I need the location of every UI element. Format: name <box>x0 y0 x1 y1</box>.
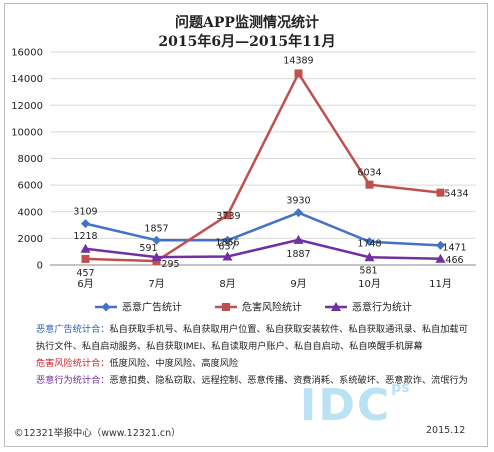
x-tick-label-2: 8月 <box>219 278 235 290</box>
series-0-point-1 <box>152 235 161 245</box>
series-0-point-2 <box>223 235 232 245</box>
x-tick-label-4: 10月 <box>358 278 381 290</box>
y-tick-label-16000: 16000 <box>11 48 43 59</box>
data-label-1-0: 457 <box>76 268 94 279</box>
legend-marker-1 <box>222 303 230 311</box>
series-line-2 <box>85 238 441 261</box>
series-0-point-5 <box>436 240 445 250</box>
legend-marker-2 <box>331 302 341 311</box>
note-label-1: 危害风险统计合： <box>36 358 110 369</box>
y-tick-label-0: 0 <box>37 261 43 272</box>
legend-label-0: 恶意广告统计 <box>122 301 182 314</box>
y-tick-label-12000: 12000 <box>11 101 43 112</box>
data-label-1-5: 5434 <box>444 189 468 200</box>
series-0-point-4 <box>365 237 374 247</box>
data-label-0-3: 3930 <box>286 196 310 207</box>
note-1: 危害风险统计合：低度风险、中度风险、高度风险 <box>36 355 476 372</box>
series-line-1 <box>85 72 441 263</box>
note-text-1: 低度风险、中度风险、高度风险 <box>109 358 239 369</box>
data-label-1-3: 14389 <box>283 55 313 66</box>
series-2-point-4 <box>364 252 375 262</box>
legend-label-1: 危害风险统计 <box>242 301 302 314</box>
data-label-2-2: 637 <box>218 242 236 253</box>
data-label-2-1: 591 <box>139 243 157 254</box>
note-2: 恶意行为统计合：恶意扣费、隐私窃取、远程控制、恶意传播、资费消耗、系统破坏、恶意… <box>36 372 476 389</box>
series-1-point-0 <box>81 254 90 263</box>
watermark-logo: IDCps <box>300 380 410 431</box>
x-tick-label-0: 6月 <box>77 278 93 290</box>
series-1-point-4 <box>365 180 374 189</box>
series-1-point-2 <box>223 211 232 220</box>
data-label-0-1: 1857 <box>144 223 168 234</box>
note-0: 恶意广告统计合：私自获取手机号、私自获取用户位置、私自获取安装软件、私自获取通讯… <box>36 321 476 355</box>
series-2-point-3 <box>293 234 304 244</box>
y-tick-label-14000: 14000 <box>11 74 43 85</box>
y-tick-label-2000: 2000 <box>18 234 43 245</box>
chart-subtitle: 2015年6月—2015年11月 <box>158 34 336 50</box>
note-label-2: 恶意行为统计合： <box>36 375 110 386</box>
y-tick-label-6000: 6000 <box>18 181 43 192</box>
y-tick-label-10000: 10000 <box>11 127 43 138</box>
series-2-point-1 <box>151 252 162 262</box>
data-label-2-4: 581 <box>359 265 377 276</box>
data-label-2-5: 466 <box>445 255 463 266</box>
x-tick-label-1: 7月 <box>148 278 164 290</box>
note-text-0: 私自获取手机号、私自获取用户位置、私自获取安装软件、私自获取通讯录、私自加载可执… <box>36 324 468 352</box>
series-0-point-0 <box>81 219 90 229</box>
note-text-2: 恶意扣费、隐私窃取、远程控制、恶意传播、资费消耗、系统破坏、恶意欺诈、流氓行为 <box>109 375 468 386</box>
x-tick-label-3: 9月 <box>290 278 306 290</box>
data-label-0-0: 3109 <box>73 207 97 218</box>
data-label-1-1: 295 <box>161 259 179 270</box>
data-label-0-2: 1856 <box>215 237 239 248</box>
data-label-2-0: 1218 <box>73 231 97 242</box>
series-0-point-3 <box>294 208 303 218</box>
watermark-sub: ps <box>391 380 410 396</box>
x-tick-label-5: 11月 <box>429 278 452 290</box>
data-label-1-2: 3739 <box>216 211 240 222</box>
legend-label-2: 恶意行为统计 <box>352 301 412 314</box>
watermark-text: IDC <box>300 380 392 431</box>
legend-marker-0 <box>101 302 111 312</box>
data-label-0-4: 1748 <box>357 239 381 250</box>
data-label-2-3: 1887 <box>286 249 310 260</box>
chart-title: 问题APP监测情况统计 <box>175 15 319 31</box>
series-1-point-5 <box>436 188 445 197</box>
y-tick-label-4000: 4000 <box>18 207 43 218</box>
series-2-point-2 <box>222 251 233 261</box>
series-2-point-0 <box>80 243 91 253</box>
series-2-point-5 <box>435 253 446 263</box>
notes-block: 恶意广告统计合：私自获取手机号、私自获取用户位置、私自获取安装软件、私自获取通讯… <box>36 321 476 389</box>
footer-date: 2015.12 <box>426 425 466 436</box>
footer-copyright: ©12321举报中心（www.12321.cn） <box>14 428 181 439</box>
y-tick-label-8000: 8000 <box>18 154 43 165</box>
data-label-1-4: 6034 <box>357 168 381 179</box>
series-1-point-3 <box>294 69 303 78</box>
series-line-0 <box>85 211 441 247</box>
note-label-0: 恶意广告统计合： <box>36 324 110 335</box>
data-label-0-5: 1471 <box>442 242 466 253</box>
line-chart: 0 2000 4000 6000 8000 10000 12000 14000 16000 6月 7… <box>11 48 476 314</box>
